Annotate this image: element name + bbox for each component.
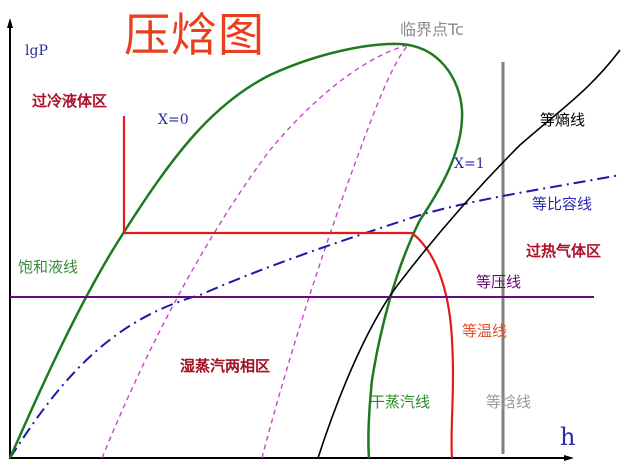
x-axis-label: h (560, 423, 576, 451)
subcooled-region-label: 过冷液体区 (32, 92, 108, 110)
x-axis-arrow-icon (564, 455, 574, 461)
isothermal-line (122, 116, 455, 459)
x1-label: X=1 (454, 156, 485, 172)
superheated-region-label: 过热气体区 (526, 242, 602, 260)
critical-point-label: 临界点Tc (400, 20, 464, 39)
isochoric-line (9, 174, 621, 459)
y-axis-label: lgP (25, 43, 48, 59)
axes (7, 18, 574, 461)
x0-label: X=0 (158, 112, 189, 128)
y-axis-arrow-icon (7, 18, 13, 28)
dry-vapor-line-label: 干蒸汽线 (370, 393, 431, 411)
isothermal-line-label: 等温线 (462, 322, 508, 340)
isenthalpic-line-label: 等焓线 (486, 393, 532, 411)
isochoric-line-label: 等比容线 (532, 195, 593, 213)
isentropic-line-label: 等熵线 (540, 111, 586, 129)
isentropic-line (317, 49, 621, 459)
quality-line-left (101, 44, 409, 459)
quality-line-inner (261, 44, 409, 459)
diagram-title: 压焓图 (124, 8, 265, 62)
wet-vapor-region-label: 湿蒸汽两相区 (180, 357, 271, 375)
saturated-liquid-line-label: 饱和液线 (18, 258, 79, 276)
isobaric-line-label: 等压线 (476, 273, 522, 291)
